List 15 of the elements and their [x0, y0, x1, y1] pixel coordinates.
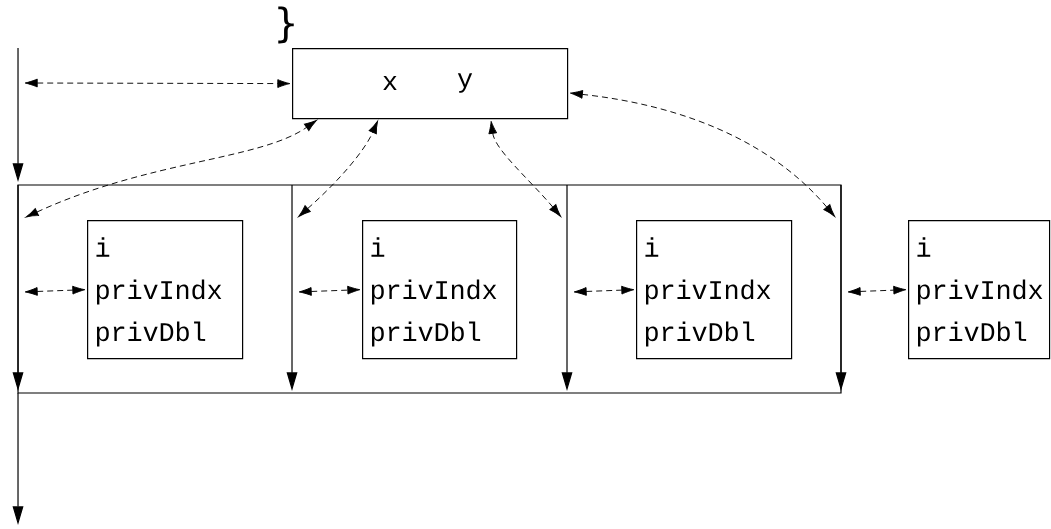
arrow	[847, 285, 907, 296]
arrow	[298, 120, 379, 217]
arrow	[573, 285, 635, 296]
record-box: i privIndx privDbl	[362, 220, 518, 360]
record-box: i privIndx privDbl	[636, 220, 793, 360]
arrow	[298, 285, 361, 296]
record-box: i privIndx privDbl	[908, 220, 1051, 360]
arrow	[24, 78, 291, 88]
arrow	[25, 120, 317, 218]
record-box: i privIndx privDbl	[87, 220, 244, 360]
arrow	[24, 285, 86, 296]
arrow	[569, 90, 835, 217]
variable-box: x y	[292, 48, 569, 120]
arrow	[488, 120, 561, 217]
brace: }	[278, 6, 294, 44]
